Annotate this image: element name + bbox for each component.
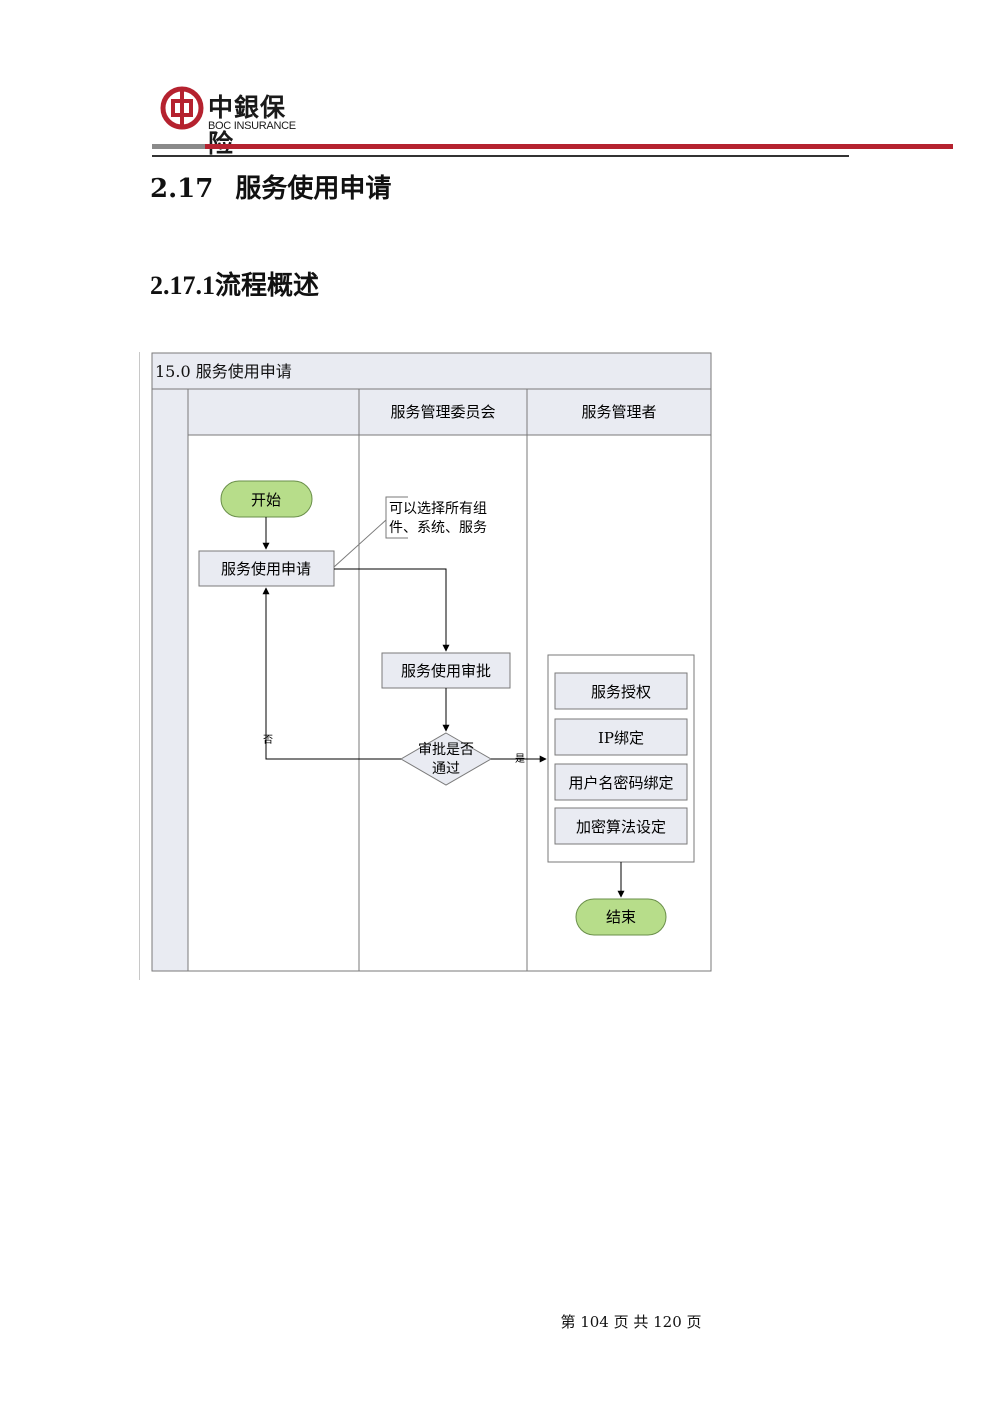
lane-label-manager: 服务管理者	[581, 403, 656, 421]
logo-english-text: BOC INSURANCE	[208, 120, 296, 132]
task-ip-binding	[554, 718, 688, 756]
task-encryption-label: 加密算法设定	[576, 818, 666, 836]
header-grey-rule	[152, 144, 205, 149]
flow-diagram: 15.0 服务使用申请 服务管理委员会 服务管理者 开始 服务使用申请 可以选择…	[151, 352, 712, 972]
task-authorize-label: 服务授权	[591, 683, 651, 701]
start-label: 开始	[251, 491, 281, 509]
task-encryption	[554, 807, 688, 845]
apply-label: 服务使用申请	[221, 560, 311, 578]
note-connector	[333, 519, 387, 568]
end-label: 结束	[606, 908, 636, 926]
company-logo: 中銀保险 BOC INSURANCE	[160, 86, 310, 158]
task-credential-binding	[554, 763, 688, 801]
task-credential-binding-label: 用户名密码绑定	[568, 774, 673, 792]
section-title: 服务使用申请	[235, 174, 392, 204]
decision-line-2: 通过	[432, 761, 460, 777]
subsection-heading: 2.17.1流程概述	[150, 271, 320, 300]
edge-decision-no	[262, 587, 401, 760]
section-number: 2.17	[150, 174, 214, 204]
note-line-2: 件、系统、服务	[389, 520, 487, 536]
diagram-title-bar	[151, 352, 712, 390]
diagram-title: 15.0 服务使用申请	[155, 362, 292, 381]
decision-node	[400, 732, 492, 786]
yes-label: 是	[515, 753, 525, 765]
review-label: 服务使用审批	[401, 662, 491, 680]
decision-line-1: 审批是否	[418, 742, 474, 758]
margin-line	[139, 352, 140, 980]
end-node	[575, 898, 667, 936]
section-heading: 2.17 服务使用申请	[150, 168, 391, 205]
task-ip-binding-label: IP绑定	[598, 729, 644, 747]
no-label: 否	[263, 734, 273, 746]
edge-apply-review	[334, 568, 450, 652]
boc-logo-icon	[160, 86, 204, 130]
apply-node	[198, 550, 335, 587]
task-authorize	[554, 672, 688, 710]
lane-header-2	[358, 388, 528, 436]
lane-header-1	[187, 388, 360, 436]
header-red-rule	[205, 144, 953, 149]
page-footer: 第 104 页 共 120 页	[560, 1313, 702, 1331]
lane-row-header	[151, 388, 189, 972]
lane-label-committee: 服务管理委员会	[390, 403, 495, 421]
logo-chinese-text: 中銀保险	[208, 93, 287, 158]
note-bracket	[385, 496, 408, 539]
review-node	[381, 652, 511, 689]
note-line-1: 可以选择所有组	[389, 501, 487, 517]
header-thin-rule	[152, 155, 849, 157]
lane-header-3	[526, 388, 712, 436]
